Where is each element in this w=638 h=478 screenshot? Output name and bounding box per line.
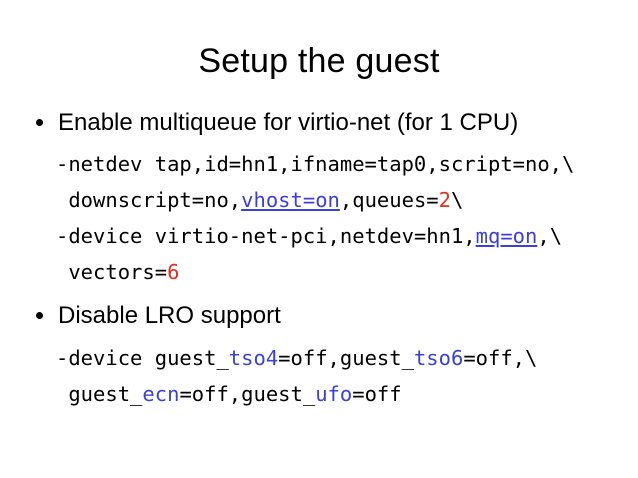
- code-value-highlight: 2: [438, 188, 451, 213]
- code-text: =off,guest_: [278, 345, 414, 370]
- code-line: -device virtio-net-pci,netdev=hn1,mq=on,…: [56, 218, 638, 254]
- code-text: =off: [352, 381, 402, 406]
- bullet-icon: [36, 312, 43, 320]
- code-text: \: [450, 188, 464, 213]
- slide-title: Setup the guest: [198, 42, 440, 80]
- code-text: -device guest_: [56, 345, 229, 370]
- code-line: -device guest_tso4=off,guest_tso6=off,\: [56, 340, 638, 376]
- code-param-highlight: tso4: [228, 345, 279, 370]
- code-value-highlight: 6: [167, 260, 180, 285]
- code-text: downscript=no,: [56, 188, 242, 213]
- code-param-highlight: ufo: [315, 381, 353, 406]
- bullet-icon: [36, 118, 43, 126]
- bullet-item: Enable multiqueue for virtio-net (for 1 …: [0, 109, 638, 137]
- code-line: guest_ecn=off,guest_ufo=off: [56, 376, 638, 412]
- bullet-section: Enable multiqueue for virtio-net (for 1 …: [0, 109, 638, 291]
- code-param-highlight: tso6: [413, 345, 464, 370]
- code-text: -device virtio-net-pci,netdev=hn1,: [56, 224, 476, 249]
- code-line: downscript=no,vhost=on,queues=2\: [56, 182, 638, 218]
- code-link[interactable]: mq=on: [475, 224, 538, 249]
- code-text: ,\: [537, 224, 563, 249]
- slide-content: Enable multiqueue for virtio-net (for 1 …: [0, 109, 638, 412]
- code-block: -device guest_tso4=off,guest_tso6=off,\ …: [56, 340, 638, 412]
- code-block: -netdev tap,id=hn1,ifname=tap0,script=no…: [56, 146, 638, 290]
- bullet-label: Disable LRO support: [58, 302, 281, 330]
- code-param-highlight: ecn: [142, 381, 180, 406]
- code-link[interactable]: vhost=on: [241, 188, 340, 213]
- bullet-item: Disable LRO support: [0, 302, 638, 330]
- bullet-section: Disable LRO support-device guest_tso4=of…: [0, 302, 638, 412]
- code-text: guest_: [56, 381, 143, 406]
- code-line: -netdev tap,id=hn1,ifname=tap0,script=no…: [56, 146, 638, 182]
- code-text: =off,\: [463, 345, 538, 370]
- code-line: vectors=6: [56, 254, 638, 290]
- code-text: -netdev tap,id=hn1,ifname=tap0,script=no…: [56, 152, 575, 177]
- code-text: =off,guest_: [179, 381, 316, 406]
- bullet-label: Enable multiqueue for virtio-net (for 1 …: [58, 108, 519, 136]
- code-text: vectors=: [56, 260, 168, 285]
- code-text: ,queues=: [339, 188, 439, 213]
